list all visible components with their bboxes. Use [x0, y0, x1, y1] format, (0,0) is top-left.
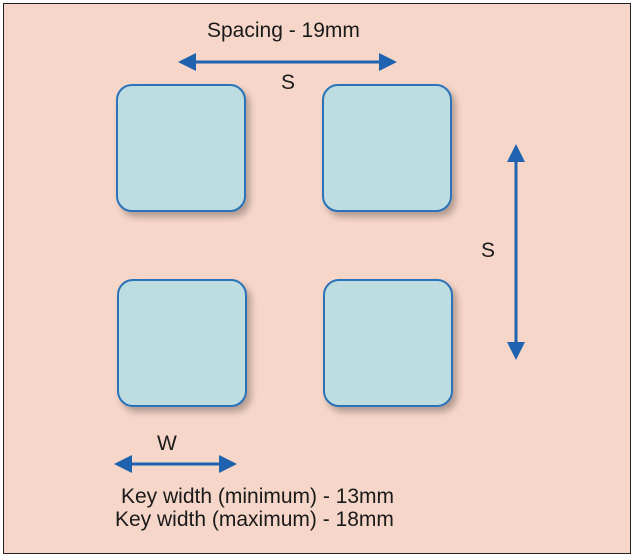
key-width-label: W	[157, 432, 177, 455]
vertical-spacing-label: S	[481, 239, 496, 262]
key-bottom-left	[117, 279, 247, 407]
key-width-arrow	[114, 455, 237, 473]
vertical-spacing-arrow	[507, 144, 525, 360]
horizontal-spacing-label: S	[281, 71, 296, 94]
horizontal-spacing-arrow	[178, 53, 397, 71]
key-bottom-right	[323, 279, 453, 407]
key-width-minimum-text: Key width (minimum) - 13mm	[121, 485, 395, 508]
diagram-frame: Spacing - 19mm S S W Key width (minimum)…	[3, 3, 631, 554]
key-width-maximum-text: Key width (maximum) - 18mm	[115, 508, 394, 531]
spacing-title: Spacing - 19mm	[207, 19, 360, 42]
key-top-left	[116, 84, 246, 212]
arrows-layer	[114, 53, 525, 473]
key-top-right	[322, 84, 452, 212]
